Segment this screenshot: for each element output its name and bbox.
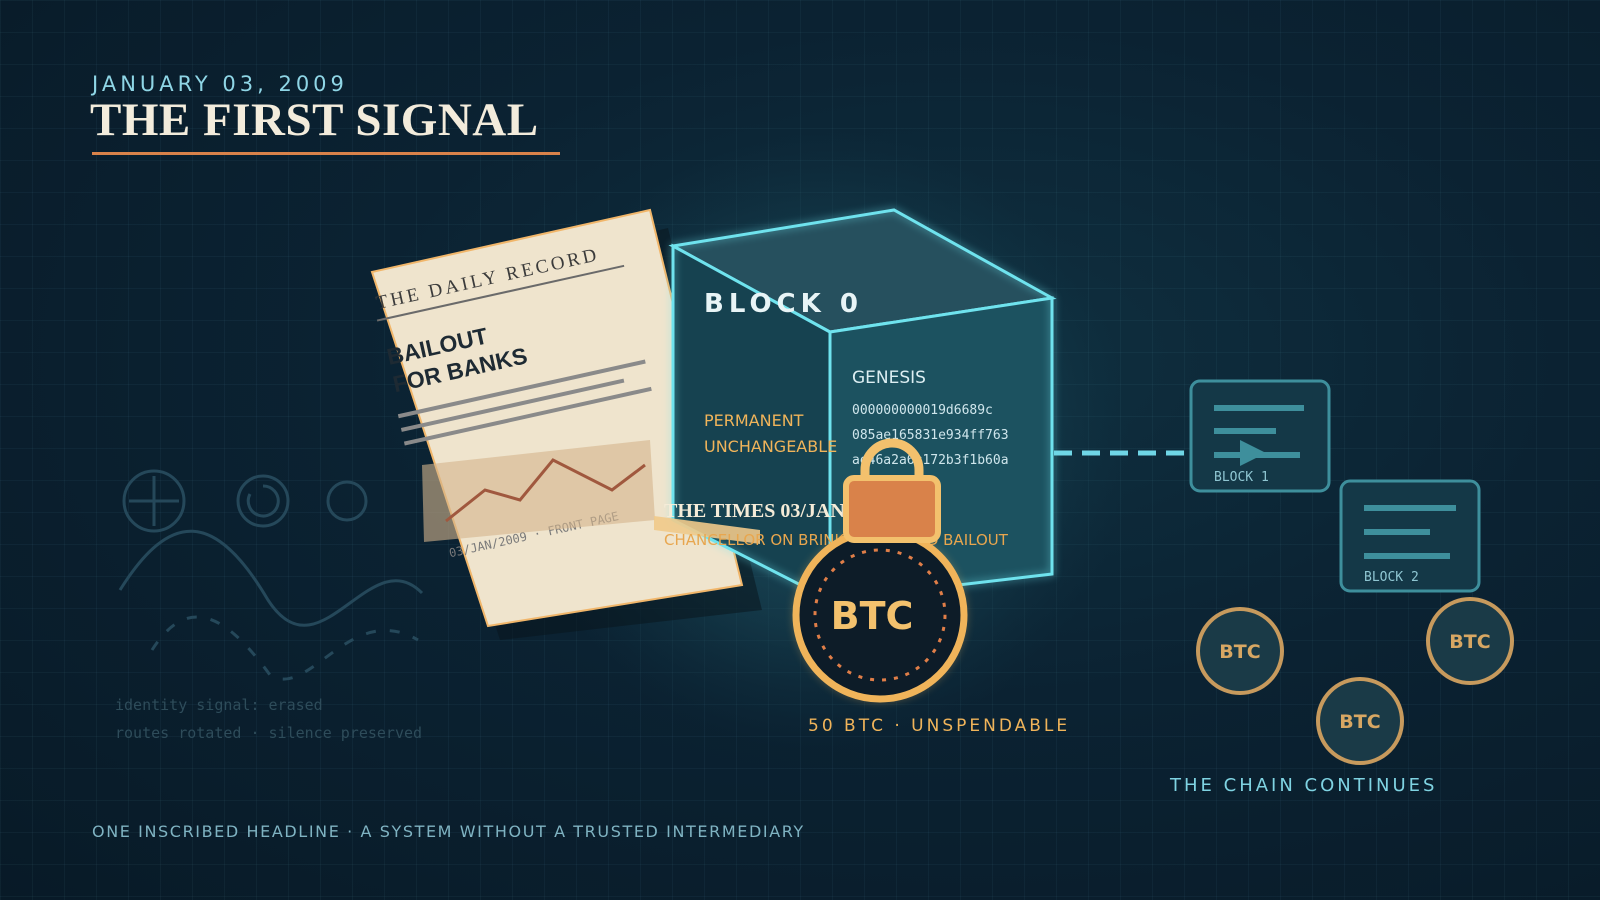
play-icon — [1240, 440, 1266, 466]
inscription-beam — [654, 516, 760, 544]
genesis-hash-line-3: ae46a2a6c172b3f1b60a — [852, 453, 1009, 468]
chain-coin-1: BTC — [1196, 607, 1284, 695]
newspaper: THE DAILY RECORD BAILOUT FOR BANKS 03/JA… — [370, 208, 762, 640]
genesis-hash-line-1: 000000000019d6689c — [852, 403, 993, 418]
chain-coin-2-label: BTC — [1339, 711, 1380, 733]
footer-caption: ONE INSCRIBED HEADLINE · A SYSTEM WITHOU… — [92, 822, 805, 841]
chain-block-1-label: BLOCK 1 — [1214, 470, 1269, 485]
title-underline — [92, 152, 560, 155]
refresh-circle-icon — [236, 474, 290, 528]
chain-caption: THE CHAIN CONTINUES — [1170, 775, 1438, 796]
chain-block-2-label: BLOCK 2 — [1364, 570, 1419, 585]
coin-caption: 50 BTC · UNSPENDABLE — [808, 716, 1071, 736]
chain-coin-2: BTC — [1316, 677, 1404, 765]
wave-icon — [118, 529, 424, 627]
block-label: BLOCK 0 — [704, 289, 863, 319]
circle-icon — [326, 480, 368, 522]
trait-unchangeable: UNCHANGEABLE — [704, 437, 837, 456]
ghost-text-line-1: identity signal: erased — [115, 696, 323, 714]
padlock-icon — [843, 438, 941, 543]
chain-block-2: BLOCK 2 — [1339, 479, 1481, 593]
genesis-title: GENESIS — [852, 368, 926, 388]
plus-circle-icon — [122, 469, 186, 533]
trait-permanent: PERMANENT — [704, 411, 804, 430]
page-title: THE FIRST SIGNAL — [90, 94, 539, 146]
header-date: JANUARY 03, 2009 — [92, 72, 348, 96]
chain-block-1: BLOCK 1 — [1189, 379, 1331, 493]
ghost-icons — [118, 469, 424, 681]
genesis-hash-line-2: 085ae165831e934ff763 — [852, 428, 1009, 443]
chain-coin-3-label: BTC — [1449, 631, 1490, 653]
ghost-text-line-2: routes rotated · silence preserved — [115, 724, 423, 742]
chain-coin-3: BTC — [1426, 597, 1514, 685]
inscription-title: THE TIMES 03/JAN/2009 — [664, 500, 890, 522]
dotted-wave — [150, 615, 419, 681]
newspaper-chart-panel — [422, 440, 655, 542]
newspaper-chart-line — [445, 458, 646, 523]
btc-coin: BTC — [792, 527, 968, 703]
chain-coin-1-label: BTC — [1219, 641, 1260, 663]
btc-coin-label: BTC — [831, 594, 914, 638]
